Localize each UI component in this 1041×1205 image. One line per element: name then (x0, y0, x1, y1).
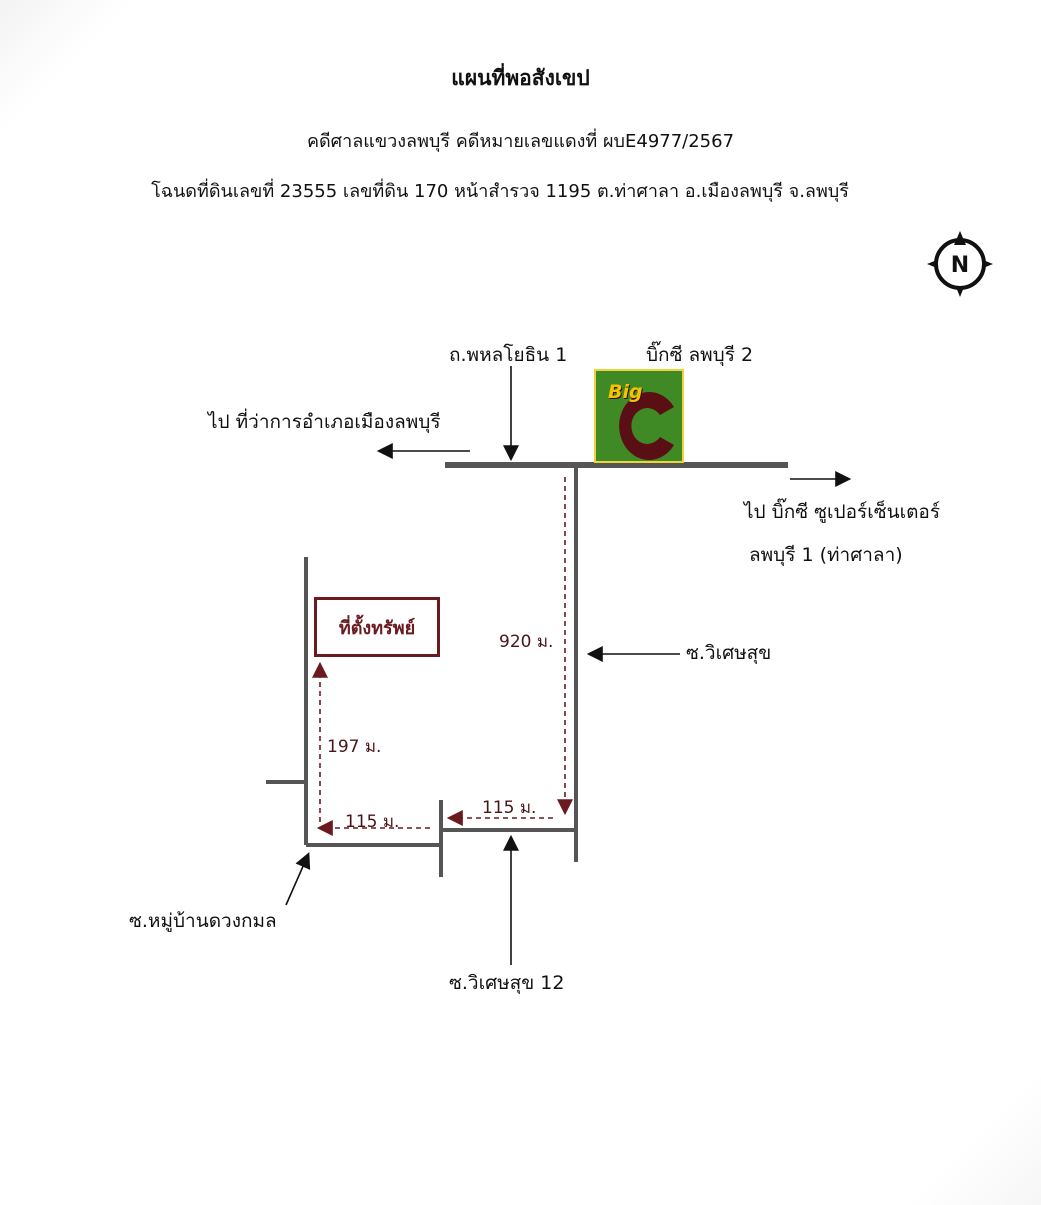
distance-115-left: 115 ม. (345, 812, 400, 832)
label-phahonyothin: ถ.พหลโยธิน 1 (449, 344, 568, 366)
label-to-bigc-1-line1: ไป บิ๊กซี ซูเปอร์เซ็นเตอร์ (744, 501, 941, 523)
bigc-logo-text: Big (608, 381, 643, 403)
label-to-bigc-1-line2: ลพบุรี 1 (ท่าศาลา) (749, 544, 903, 566)
distance-197: 197 ม. (327, 737, 382, 757)
property-location: ที่ตั้งทรัพย์ (314, 597, 440, 657)
bigc-logo: Big (594, 369, 684, 463)
deed-info: โฉนดที่ดินเลขที่ 23555 เลขที่ดิน 170 หน้… (151, 181, 849, 202)
label-soi-wiset-12: ซ.วิเศษสุข 12 (449, 972, 565, 994)
arrow-soi-village (285, 852, 311, 906)
distance-920: 920 ม. (499, 632, 554, 652)
compass-letter: N (951, 253, 969, 278)
label-soi-village: ซ.หมู่บ้านดวงกมล (129, 910, 277, 932)
bigc-c-letter-icon (619, 392, 674, 460)
distance-115-right: 115 ม. (482, 798, 537, 818)
compass-north-icon: N (927, 231, 993, 297)
label-bigc-lopburi-2: บิ๊กซี ลพบุรี 2 (646, 344, 754, 366)
map-title: แผนที่พอสังเขป (451, 66, 590, 90)
label-to-district-office: ไป ที่ว่าการอำเภอเมืองลพบุรี (208, 411, 441, 433)
label-soi-wiset: ซ.วิเศษสุข (686, 642, 772, 664)
case-number: คดีศาลแขวงลพบุรี คดีหมายเลขแดงที่ ผบE497… (306, 131, 735, 152)
